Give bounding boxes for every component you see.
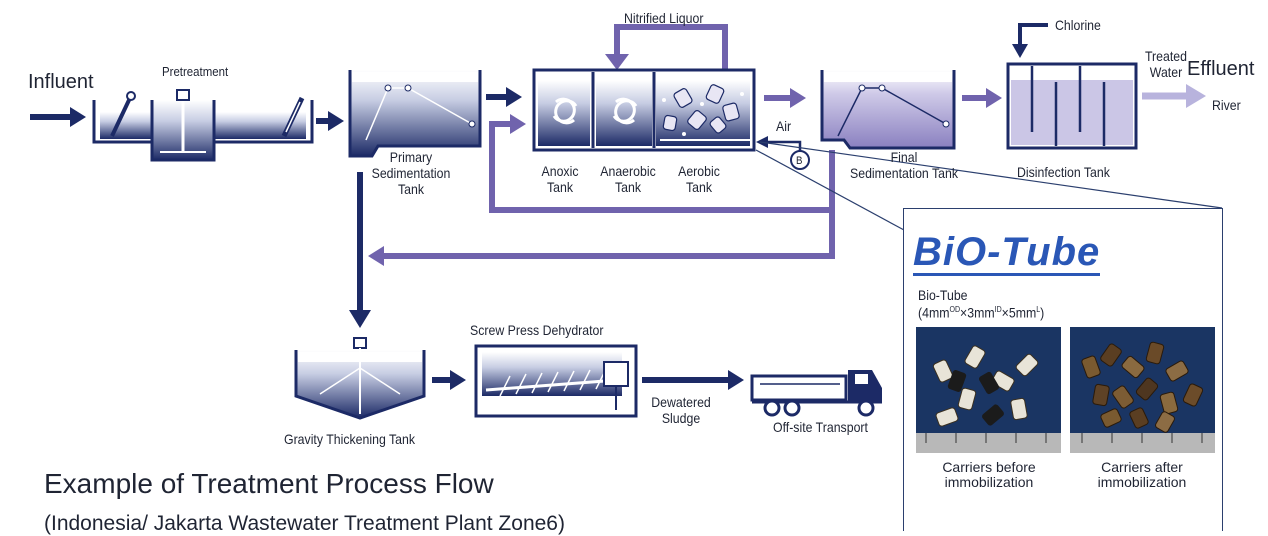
nitrified-liquor-label: Nitrified Liquor	[624, 10, 704, 26]
thickener-to-press-arrowhead	[450, 370, 466, 390]
final-to-disinfection-arrowhead	[986, 88, 1002, 108]
spec-l: L	[1036, 305, 1041, 314]
influent-label: Influent	[28, 71, 94, 93]
primary-sedimentation-tank	[348, 70, 482, 158]
treated-line2: Water	[1149, 64, 1183, 80]
effluent-label: Effluent	[1187, 58, 1255, 80]
disinfection-label: Disinfection Tank	[1017, 164, 1110, 180]
page-title: Example of Treatment Process Flow	[44, 468, 494, 499]
carriers-before-photo	[916, 327, 1061, 453]
anoxic-line1: Anoxic	[541, 163, 579, 179]
anaerobic-line1: Anaerobic	[600, 163, 656, 179]
anoxic-label: Anoxic Tank	[535, 163, 584, 195]
river-label: River	[1212, 97, 1241, 113]
aerobic-label: Aerobic Tank	[672, 163, 727, 195]
page-subtitle: (Indonesia/ Jakarta Wastewater Treatment…	[44, 512, 565, 535]
treated-line1: Treated	[1144, 48, 1187, 64]
treated-water-label: Treated Water	[1143, 48, 1189, 80]
sludge-return-line	[489, 121, 835, 213]
blower-label: B	[796, 155, 803, 167]
caption-before-line2: immobilization	[944, 474, 1034, 490]
anoxic-line2: Tank	[546, 179, 574, 195]
aerobic-line2: Tank	[685, 179, 713, 195]
bioreactor	[532, 68, 756, 152]
biotube-carriers-icon	[662, 84, 740, 134]
caption-after-line2: immobilization	[1097, 474, 1187, 490]
final-sed-line2: Sedimentation Tank	[850, 165, 958, 181]
primary-to-bioreactor-arrowhead	[506, 87, 522, 107]
anaerobic-mixer-icon	[612, 97, 638, 125]
primary-sed-line2: Sedimentation	[371, 165, 451, 181]
influent-arrowhead	[70, 107, 86, 127]
pretreatment-unit	[92, 89, 314, 162]
offsite-transport-label: Off-site Transport	[773, 419, 868, 435]
caption-after: Carriers after immobilization	[1067, 460, 1217, 490]
caption-before: Carriers before immobilization	[914, 460, 1064, 490]
final-sed-line1: Final	[890, 149, 918, 165]
chlorine-arrowhead	[1012, 44, 1028, 58]
primary-sludge-arrowhead	[349, 310, 371, 328]
air-supply-line	[766, 140, 802, 152]
dewatered-line2: Sludge	[661, 410, 701, 426]
caption-before-line1: Carriers before	[942, 459, 1036, 475]
final-sedimentation-tank	[820, 70, 956, 150]
press-to-truck-arrowhead	[728, 370, 744, 390]
carriers-after-photo	[1070, 327, 1215, 453]
gravity-thickening-label: Gravity Thickening Tank	[284, 431, 416, 447]
screw-press-dehydrator	[474, 344, 638, 418]
spec-od: OD	[949, 305, 961, 314]
biotube-callout-line-2	[759, 141, 1223, 209]
chlorine-line	[1018, 23, 1048, 46]
spec-mid2: ×5mm	[1001, 304, 1037, 321]
biotube-logo: BiO-Tube	[913, 230, 1101, 276]
spec-prefix: (4mm	[918, 304, 950, 321]
sludge-return-arrowhead	[510, 114, 526, 134]
screw-press-label: Screw Press Dehydrator	[470, 322, 604, 338]
nitrified-liquor-arrowhead	[605, 54, 629, 70]
gravity-thickening-tank	[294, 337, 426, 420]
anoxic-mixer-icon	[552, 97, 578, 125]
anaerobic-label: Anaerobic Tank	[597, 163, 659, 195]
anaerobic-line2: Tank	[614, 179, 642, 195]
primary-sed-label: Primary Sedimentation Tank	[363, 149, 460, 197]
primary-sed-line1: Primary	[389, 149, 433, 165]
caption-after-line1: Carriers after	[1101, 459, 1183, 475]
spec-suffix: )	[1040, 304, 1045, 321]
pretreatment-to-primary-arrowhead	[328, 111, 344, 131]
chlorine-label: Chlorine	[1055, 17, 1101, 33]
spec-id: ID	[994, 305, 1002, 314]
dewatered-line1: Dewatered	[651, 394, 711, 410]
pretreatment-label: Pretreatment	[162, 64, 229, 79]
effluent-arrowhead	[1186, 84, 1206, 108]
excess-sludge-line	[382, 210, 835, 259]
biotube-spec: (4mmOD×3mmID×5mmL)	[918, 302, 1044, 321]
primary-sed-line3: Tank	[397, 181, 425, 197]
excess-sludge-arrowhead	[368, 246, 384, 266]
blower-icon	[790, 150, 810, 170]
biotube-name: Bio-Tube	[918, 287, 968, 303]
biotube-callout-line-1	[755, 149, 905, 231]
final-sed-label: Final Sedimentation Tank	[846, 149, 962, 181]
dewatered-sludge-label: Dewatered Sludge	[650, 394, 712, 426]
air-label: Air	[776, 118, 792, 134]
nitrified-liquor-recycle-line	[614, 24, 728, 90]
spec-mid1: ×3mm	[960, 304, 995, 321]
disinfection-tank	[1006, 62, 1138, 150]
aerobic-line1: Aerobic	[678, 163, 720, 179]
bioreactor-to-final-arrowhead	[790, 88, 806, 108]
truck-icon	[750, 370, 882, 417]
